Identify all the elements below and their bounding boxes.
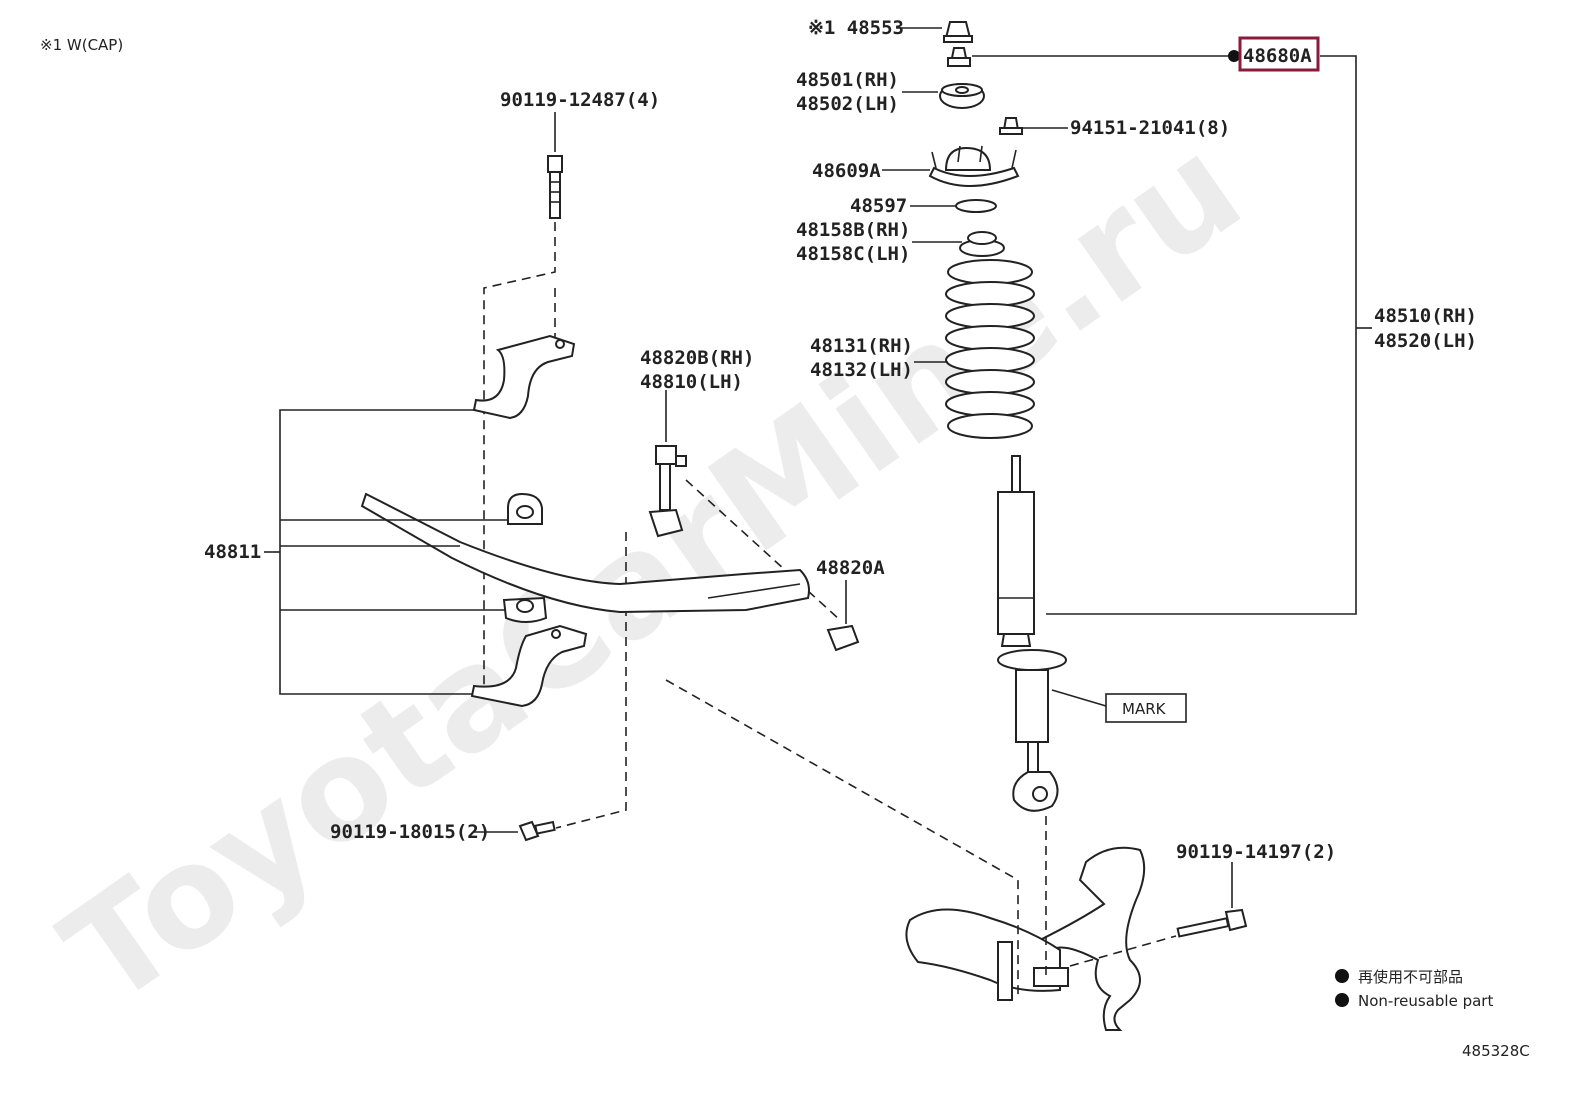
bushing-upper-part[interactable]	[507, 492, 543, 525]
knuckle-part[interactable]	[905, 846, 1146, 1031]
non-reusable-dot	[1228, 50, 1240, 62]
nut-48680A-part[interactable]	[947, 47, 971, 67]
label-48597[interactable]: 48597	[850, 195, 907, 217]
label-48820B[interactable]: 48820B(RH)	[640, 347, 754, 369]
insulator-48158B-part[interactable]	[959, 231, 1005, 257]
mark-box	[1105, 693, 1187, 723]
bearing-48597-part[interactable]	[955, 199, 997, 213]
label-90119-14197[interactable]: 90119-14197(2)	[1176, 841, 1336, 863]
coil-spring-48131-part[interactable]	[945, 259, 1035, 439]
link-48820B-part[interactable]	[648, 445, 687, 538]
legend-dot-en	[1335, 993, 1349, 1007]
label-94151[interactable]: 94151-21041(8)	[1070, 117, 1230, 139]
bracket-lower-part[interactable]	[470, 624, 588, 708]
label-48810[interactable]: 48810(LH)	[640, 371, 743, 393]
watermark: ToyotaCarMine.ru	[36, 106, 1270, 1038]
label-48520[interactable]: 48520(LH)	[1374, 330, 1477, 352]
support-48609A-part[interactable]	[928, 145, 1020, 187]
stabilizer-bar-part[interactable]	[360, 492, 810, 614]
label-90119-12487[interactable]: 90119-12487(4)	[500, 89, 660, 111]
bolt-90119-12487-part[interactable]	[547, 155, 563, 219]
label-48158B[interactable]: 48158B(RH)	[796, 219, 910, 241]
bracket-48501-part[interactable]	[939, 83, 985, 109]
cap-48553-part[interactable]	[943, 21, 973, 43]
label-48811[interactable]: 48811	[204, 541, 261, 563]
highlight-box	[1238, 36, 1320, 72]
nut-48820A-part[interactable]	[826, 624, 860, 652]
label-48510[interactable]: 48510(RH)	[1374, 305, 1477, 327]
label-48132[interactable]: 48132(LH)	[810, 359, 913, 381]
diagram-code: 485328C	[1462, 1042, 1530, 1060]
cap-note: ※1 W(CAP)	[40, 36, 123, 54]
label-48158C[interactable]: 48158C(LH)	[796, 243, 910, 265]
bolt-90119-14197-part[interactable]	[1176, 908, 1248, 938]
label-48502[interactable]: 48502(LH)	[796, 93, 899, 115]
mark-label: MARK	[1122, 700, 1167, 718]
shock-absorber-part[interactable]	[997, 455, 1067, 812]
bushing-lower-part[interactable]	[502, 596, 548, 623]
legend-en: Non-reusable part	[1358, 992, 1493, 1010]
label-48680A[interactable]: 48680A	[1243, 45, 1312, 67]
label-48501[interactable]: 48501(RH)	[796, 69, 899, 91]
nut-94151-part[interactable]	[999, 117, 1023, 135]
label-48609A[interactable]: 48609A	[812, 160, 881, 182]
bolt-90119-18015-part[interactable]	[518, 820, 556, 842]
bracket-upper-part[interactable]	[472, 334, 576, 420]
legend-jp: 再使用不可部品	[1358, 968, 1463, 986]
label-48553[interactable]: ※1 48553	[808, 17, 904, 39]
label-48820A[interactable]: 48820A	[816, 557, 885, 579]
label-48131[interactable]: 48131(RH)	[810, 335, 913, 357]
label-90119-18015[interactable]: 90119-18015(2)	[330, 821, 490, 843]
legend-dot-jp	[1335, 969, 1349, 983]
